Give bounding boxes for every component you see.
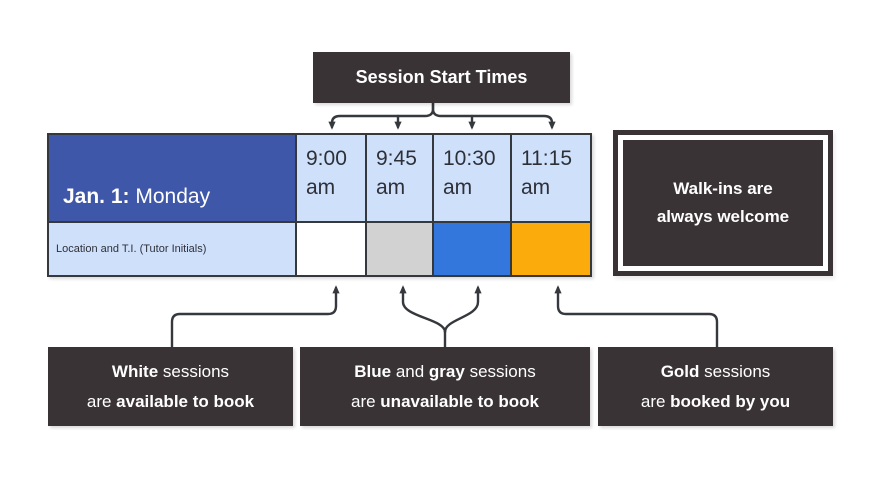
legend-bluegray-box: Blue and gray sessions are unavailable t… <box>300 347 590 426</box>
legend-white-line1: White sessions <box>87 357 254 387</box>
legend-arrow-gray <box>399 285 447 334</box>
walkins-text: Walk-ins are always welcome <box>657 175 789 231</box>
legend-gold-term: Gold <box>660 361 700 381</box>
legend-bluegray-mid: and <box>391 361 429 381</box>
time-header-0945: 9:45 am <box>367 135 432 221</box>
legend-bluegray-status: unavailable to book <box>380 391 539 411</box>
time-header-1115: 11:15 am <box>512 135 590 221</box>
time-value: 9:45 <box>376 147 417 170</box>
walkins-line2: always welcome <box>656 207 790 226</box>
legend-gold-line1: Gold sessions <box>641 357 790 387</box>
walkins-line1: Walk-ins are <box>673 179 773 198</box>
legend-gold-text: Gold sessions are booked by you <box>641 357 790 417</box>
day-name-label: Monday <box>129 185 211 208</box>
legend-white-line2: are available to book <box>87 387 254 417</box>
walkins-box: Walk-ins are always welcome <box>618 135 828 271</box>
legend-gold-box: Gold sessions are booked by you <box>598 347 833 426</box>
schedule-table: Jan. 1: Monday 9:00 am 9:45 am 10:30 am … <box>47 133 592 277</box>
legend-bluegray-text: Blue and gray sessions are unavailable t… <box>351 357 539 417</box>
day-header-cell: Jan. 1: Monday <box>49 135 295 221</box>
legend-bluegray-line1: Blue and gray sessions <box>351 357 539 387</box>
legend-bluegray-pre: are <box>351 391 381 411</box>
legend-white-rest: sessions <box>158 361 230 381</box>
day-date-label: Jan. 1: <box>63 185 130 208</box>
legend-arrow-gold <box>554 285 719 349</box>
legend-white-pre: are <box>86 391 117 411</box>
legend-gray-term: gray <box>428 361 465 381</box>
session-cell-white-available <box>297 223 365 275</box>
legend-white-text: White sessions are available to book <box>87 357 254 417</box>
legend-arrow-white <box>170 285 340 349</box>
time-header-0900: 9:00 am <box>297 135 365 221</box>
session-cell-gray-unavailable <box>367 223 432 275</box>
legend-gold-pre: are <box>640 391 671 411</box>
session-cell-gold-booked <box>512 223 590 275</box>
legend-arrow-blue <box>443 285 482 334</box>
session-cell-blue-unavailable <box>434 223 510 275</box>
legend-white-status: available to book <box>116 391 255 411</box>
time-header-1030: 10:30 am <box>434 135 510 221</box>
time-value: 10:30 <box>443 147 496 170</box>
time-value: 11:15 <box>521 147 572 170</box>
legend-gold-rest: sessions <box>699 361 771 381</box>
time-ampm: am <box>306 176 336 199</box>
time-ampm: am <box>443 176 473 199</box>
time-ampm: am <box>376 176 406 199</box>
time-value: 9:00 <box>306 147 347 170</box>
location-row-label: Location and T.I. (Tutor Initials) <box>56 243 207 255</box>
day-label: Jan. 1: Monday <box>63 185 210 209</box>
session-start-times-box: Session Start Times <box>313 52 570 103</box>
legend-gold-line2: are booked by you <box>641 387 790 417</box>
legend-white-term: White <box>111 361 159 381</box>
location-row-label-cell: Location and T.I. (Tutor Initials) <box>49 223 295 275</box>
top-arrow-col4 <box>431 101 556 130</box>
session-start-times-label: Session Start Times <box>355 67 528 87</box>
top-arrow-col1 <box>328 101 435 130</box>
time-ampm: am <box>521 176 551 199</box>
legend-bluegray-line2: are unavailable to book <box>351 387 539 417</box>
legend-blue-term: Blue <box>354 361 392 381</box>
legend-gold-status: booked by you <box>670 391 791 411</box>
legend-bluegray-rest: sessions <box>464 361 536 381</box>
legend-white-box: White sessions are available to book <box>48 347 293 426</box>
